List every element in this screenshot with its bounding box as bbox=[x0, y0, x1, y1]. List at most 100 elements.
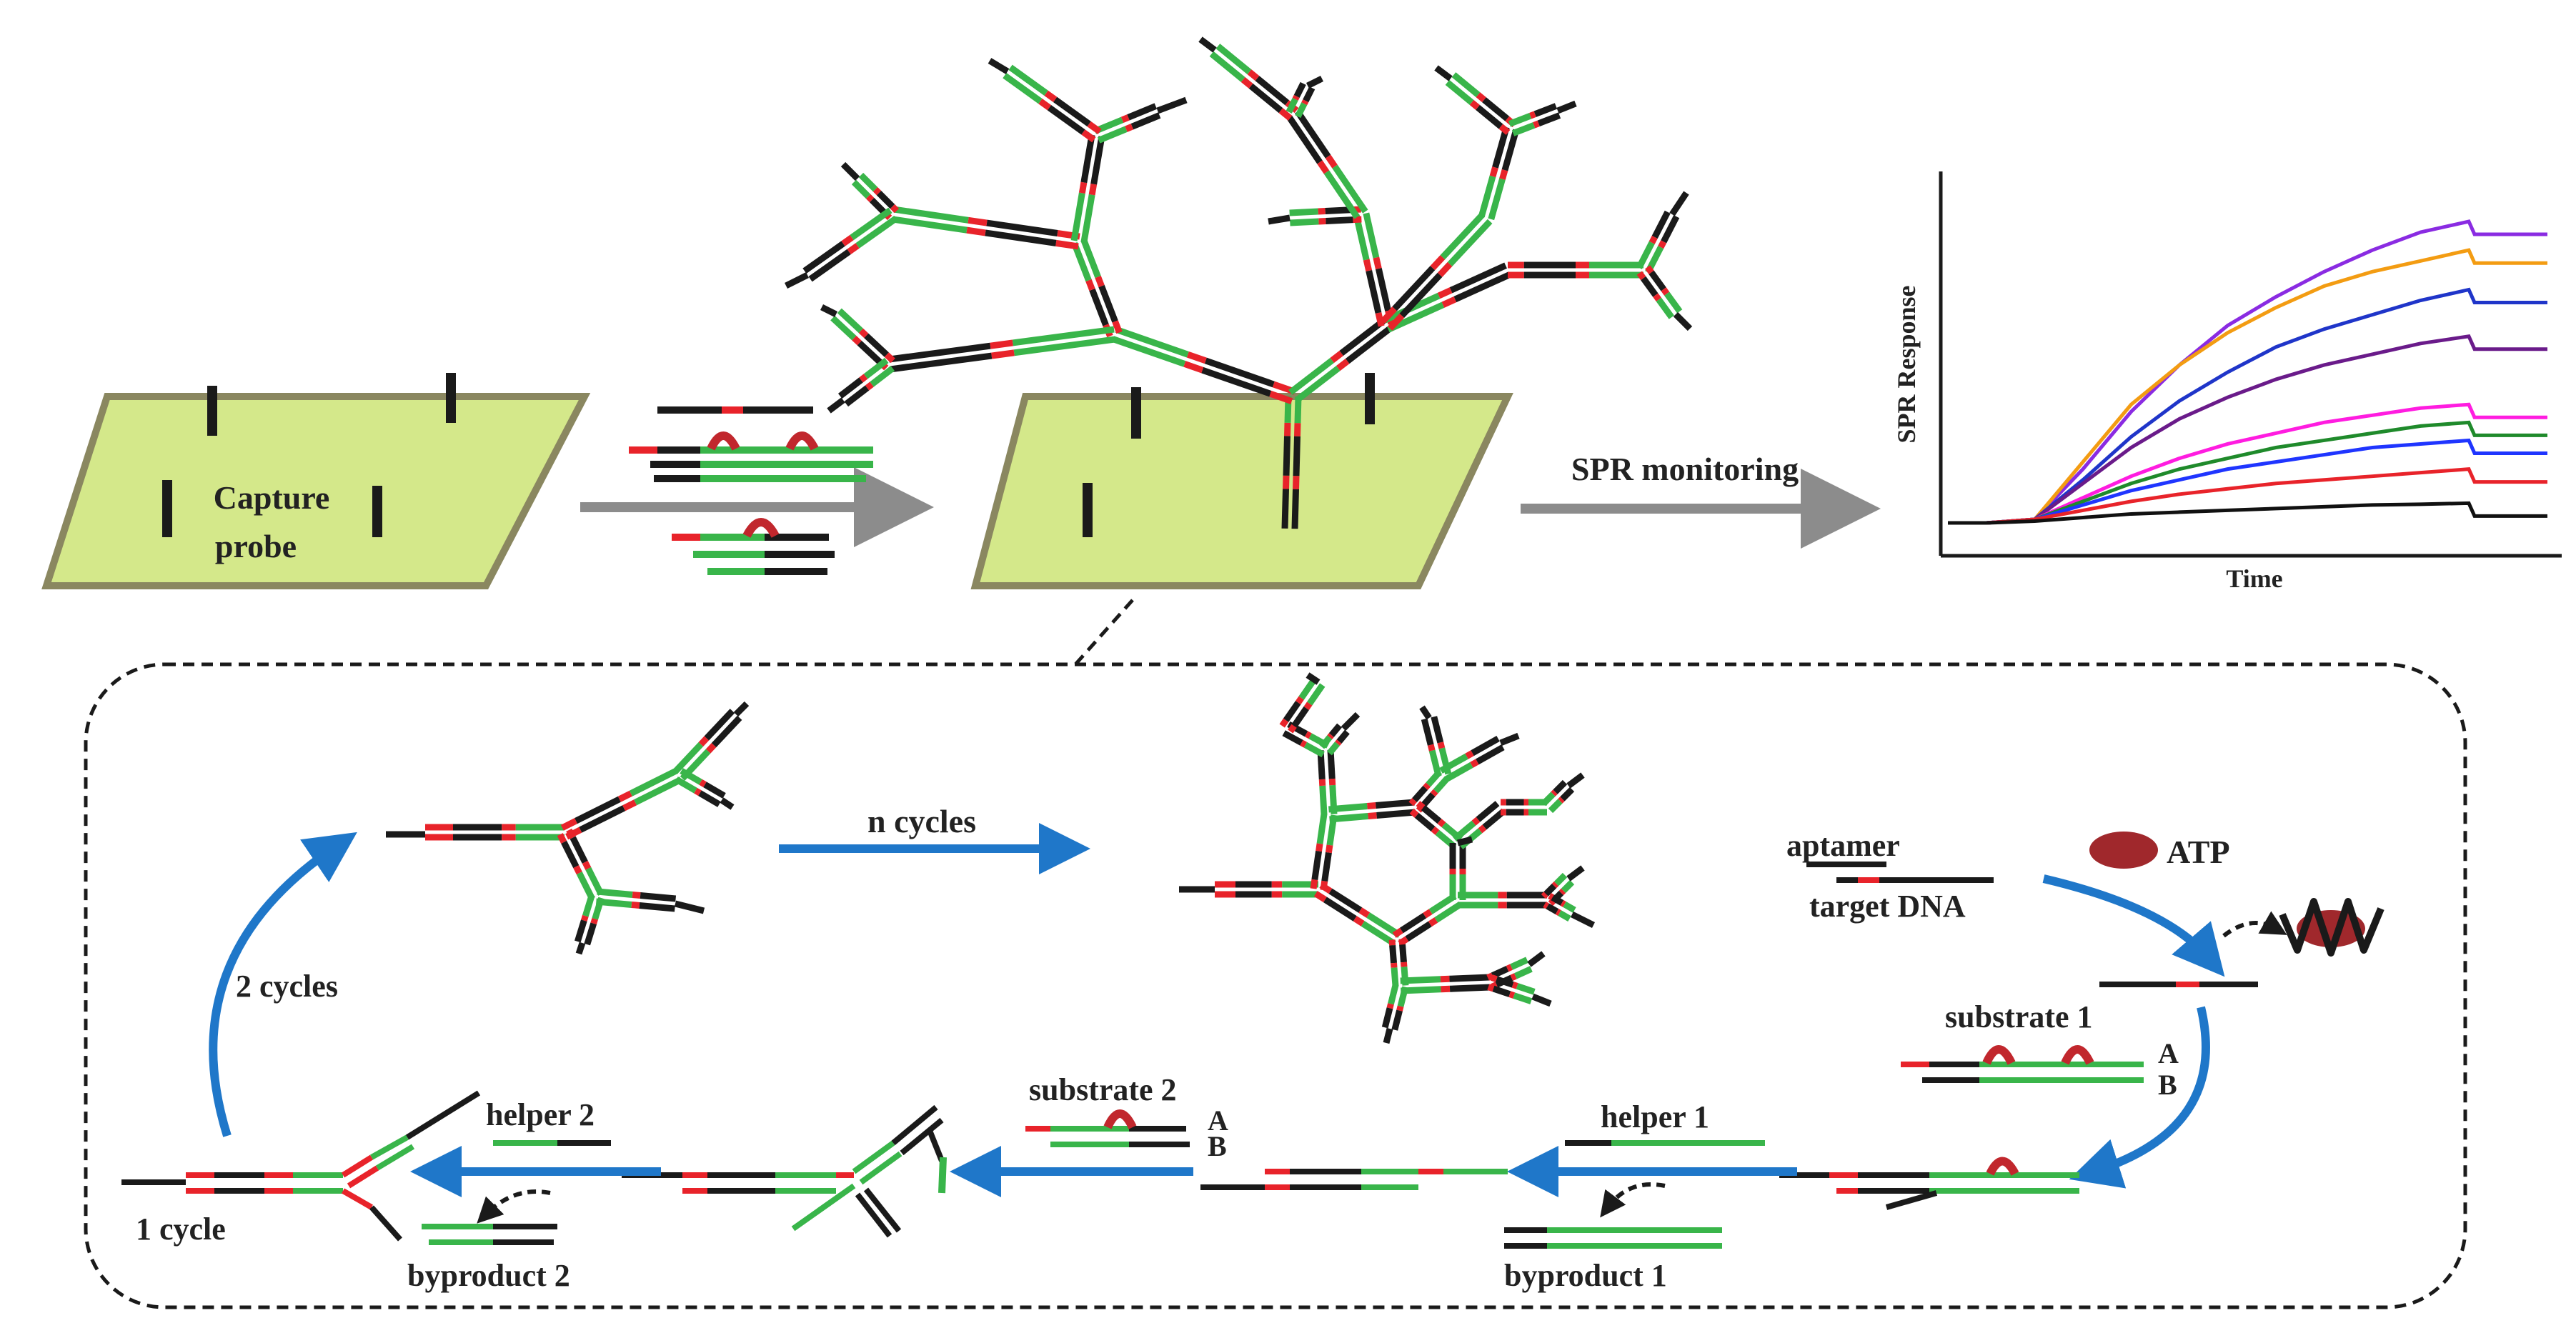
dna-segment bbox=[991, 349, 1015, 359]
dna-segment bbox=[1047, 105, 1085, 135]
dna-segment bbox=[1498, 124, 1511, 135]
dna-segment bbox=[1278, 108, 1293, 121]
dna-segment bbox=[573, 865, 582, 875]
dna-overhang bbox=[1306, 672, 1321, 685]
dna-segment bbox=[865, 381, 874, 391]
spr-curve bbox=[1948, 501, 2547, 525]
dna-segment bbox=[1290, 218, 1319, 226]
byproduct1-label: byproduct 1 bbox=[1504, 1258, 1667, 1293]
dna-segment bbox=[1098, 284, 1118, 323]
byproduct2-duplex bbox=[422, 1224, 557, 1245]
dna-segment bbox=[1476, 801, 1500, 822]
dna-segment bbox=[1445, 79, 1474, 105]
byproduct2-arrow bbox=[477, 1189, 551, 1224]
dna-segment bbox=[1381, 1007, 1393, 1029]
dna-segment bbox=[1112, 320, 1123, 334]
dna-segment bbox=[1490, 974, 1498, 983]
dna-segment bbox=[876, 190, 895, 209]
dna-segment bbox=[1514, 966, 1533, 979]
dna-segment bbox=[1386, 1003, 1394, 1009]
dna-segment bbox=[1423, 909, 1433, 919]
dna-overhang bbox=[1268, 214, 1291, 225]
dna-overhang bbox=[1669, 191, 1689, 216]
spr-monitoring-label: SPR monitoring bbox=[1571, 451, 1799, 487]
dna-segment bbox=[1303, 702, 1313, 711]
dna-segment bbox=[841, 234, 854, 246]
dna-segment bbox=[1388, 984, 1399, 1005]
dna-segment bbox=[990, 339, 1013, 349]
dna-segment bbox=[1375, 267, 1392, 311]
dna-segment bbox=[1501, 129, 1520, 171]
dna-segment bbox=[1183, 361, 1204, 374]
dna-segment bbox=[1240, 76, 1253, 89]
spr-curve bbox=[1948, 219, 2547, 525]
dna-segment bbox=[1541, 892, 1548, 899]
dna-segment bbox=[1044, 90, 1058, 102]
aptamer-label: aptamer bbox=[1786, 828, 1900, 863]
dna-segment bbox=[1313, 891, 1327, 903]
dna-segment bbox=[1489, 166, 1498, 178]
dna-segment bbox=[1286, 115, 1323, 164]
dna-segment bbox=[1330, 350, 1343, 364]
dna-segment bbox=[1478, 824, 1487, 834]
dna-segment bbox=[1541, 792, 1556, 807]
dna-segment bbox=[1558, 910, 1571, 922]
dna-segment bbox=[1089, 288, 1109, 326]
strand-a-label: A bbox=[2158, 1037, 2179, 1069]
dna-segment bbox=[1551, 894, 1564, 906]
dna-segment bbox=[1323, 170, 1360, 219]
byproduct1-duplex bbox=[1504, 1227, 1722, 1249]
dna-segment bbox=[1311, 850, 1323, 881]
two-cycles-label: 2 cycles bbox=[236, 969, 338, 1004]
dna-segment bbox=[1318, 779, 1326, 787]
dna-segment bbox=[1053, 96, 1091, 127]
dna-segment bbox=[837, 308, 863, 334]
dna-segment bbox=[1641, 276, 1659, 297]
dna-segment bbox=[1316, 813, 1328, 844]
sensor-chip-middle bbox=[970, 393, 1513, 589]
dna-segment bbox=[1392, 266, 1436, 311]
dna-segment bbox=[680, 768, 702, 785]
dna-segment bbox=[1201, 366, 1272, 397]
dna-segment bbox=[1353, 916, 1365, 927]
dna-segment bbox=[855, 216, 898, 249]
dna-segment bbox=[1085, 279, 1095, 291]
dna-overhang bbox=[1383, 1027, 1393, 1044]
dna-segment bbox=[1431, 716, 1444, 744]
dna-overhang bbox=[784, 271, 810, 289]
complex-after-helper1 bbox=[1200, 1169, 1508, 1190]
dna-segment bbox=[1281, 489, 1290, 529]
dna-segment bbox=[1447, 219, 1493, 266]
dna-segment bbox=[986, 219, 1058, 236]
dna-segment bbox=[1279, 718, 1289, 728]
dna-segment bbox=[1636, 241, 1655, 269]
dna-segment bbox=[893, 206, 969, 224]
dna-segment bbox=[1423, 782, 1431, 790]
dna-segment bbox=[830, 315, 857, 341]
dna-segment bbox=[1437, 819, 1446, 828]
dna-segment bbox=[1439, 753, 1468, 774]
dna-segment bbox=[561, 840, 580, 869]
dna-segment bbox=[672, 742, 704, 774]
dna-segment bbox=[1469, 99, 1480, 110]
dna-segment bbox=[1428, 917, 1438, 927]
dna-overhang bbox=[1673, 311, 1693, 331]
dna-segment bbox=[1326, 742, 1341, 756]
dna-segment bbox=[837, 377, 863, 399]
dna-overhang bbox=[1566, 865, 1585, 882]
dna-segment bbox=[1293, 423, 1301, 436]
dna-segment bbox=[1440, 212, 1486, 260]
dna-segment bbox=[1428, 749, 1442, 777]
dna-segment bbox=[1516, 983, 1536, 995]
target-substrate1-complex bbox=[1779, 1157, 2079, 1210]
dna-segment bbox=[639, 902, 675, 912]
dna-segment bbox=[632, 892, 641, 899]
hybridization-arrow bbox=[2069, 1006, 2210, 1189]
dna-segment bbox=[1055, 239, 1079, 250]
dna-segment bbox=[870, 365, 895, 387]
dna-segment bbox=[1561, 879, 1575, 894]
dna-overhang bbox=[1198, 36, 1217, 53]
dna-segment bbox=[1285, 97, 1298, 114]
dna-segment bbox=[1492, 126, 1510, 169]
dna-segment bbox=[1319, 785, 1328, 815]
